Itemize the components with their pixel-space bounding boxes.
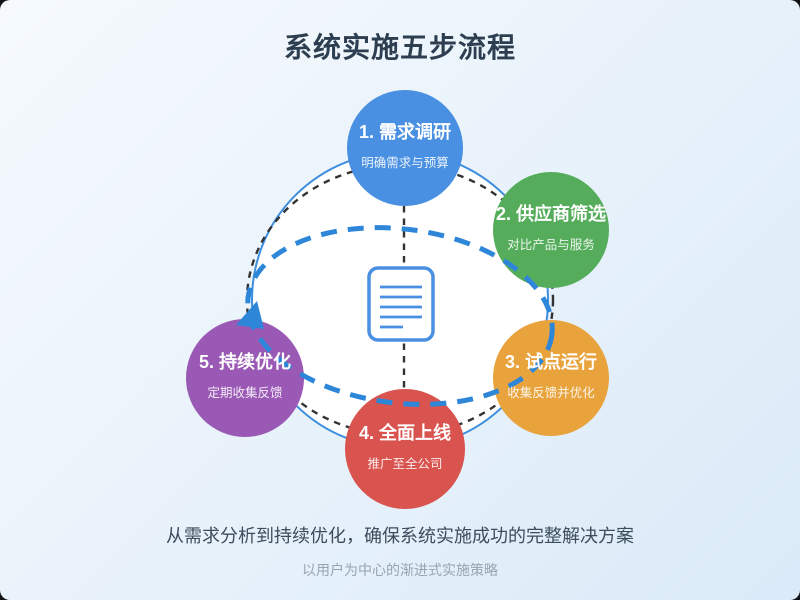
step-circle-1 [347, 90, 463, 206]
footer-summary: 从需求分析到持续优化，确保系统实施成功的完整解决方案 [166, 526, 634, 546]
page-title: 系统实施五步流程 [283, 32, 516, 63]
step-circle-5 [186, 319, 304, 437]
document-icon [367, 266, 435, 342]
step-circle-4 [345, 389, 465, 509]
step-circle-3 [493, 320, 609, 436]
flow-arrowhead-icon [236, 301, 264, 329]
step-circle-2 [493, 172, 609, 288]
footer-tagline: 以用户为中心的渐进式实施策略 [302, 562, 498, 578]
flow-orbit-dashed [245, 225, 555, 407]
